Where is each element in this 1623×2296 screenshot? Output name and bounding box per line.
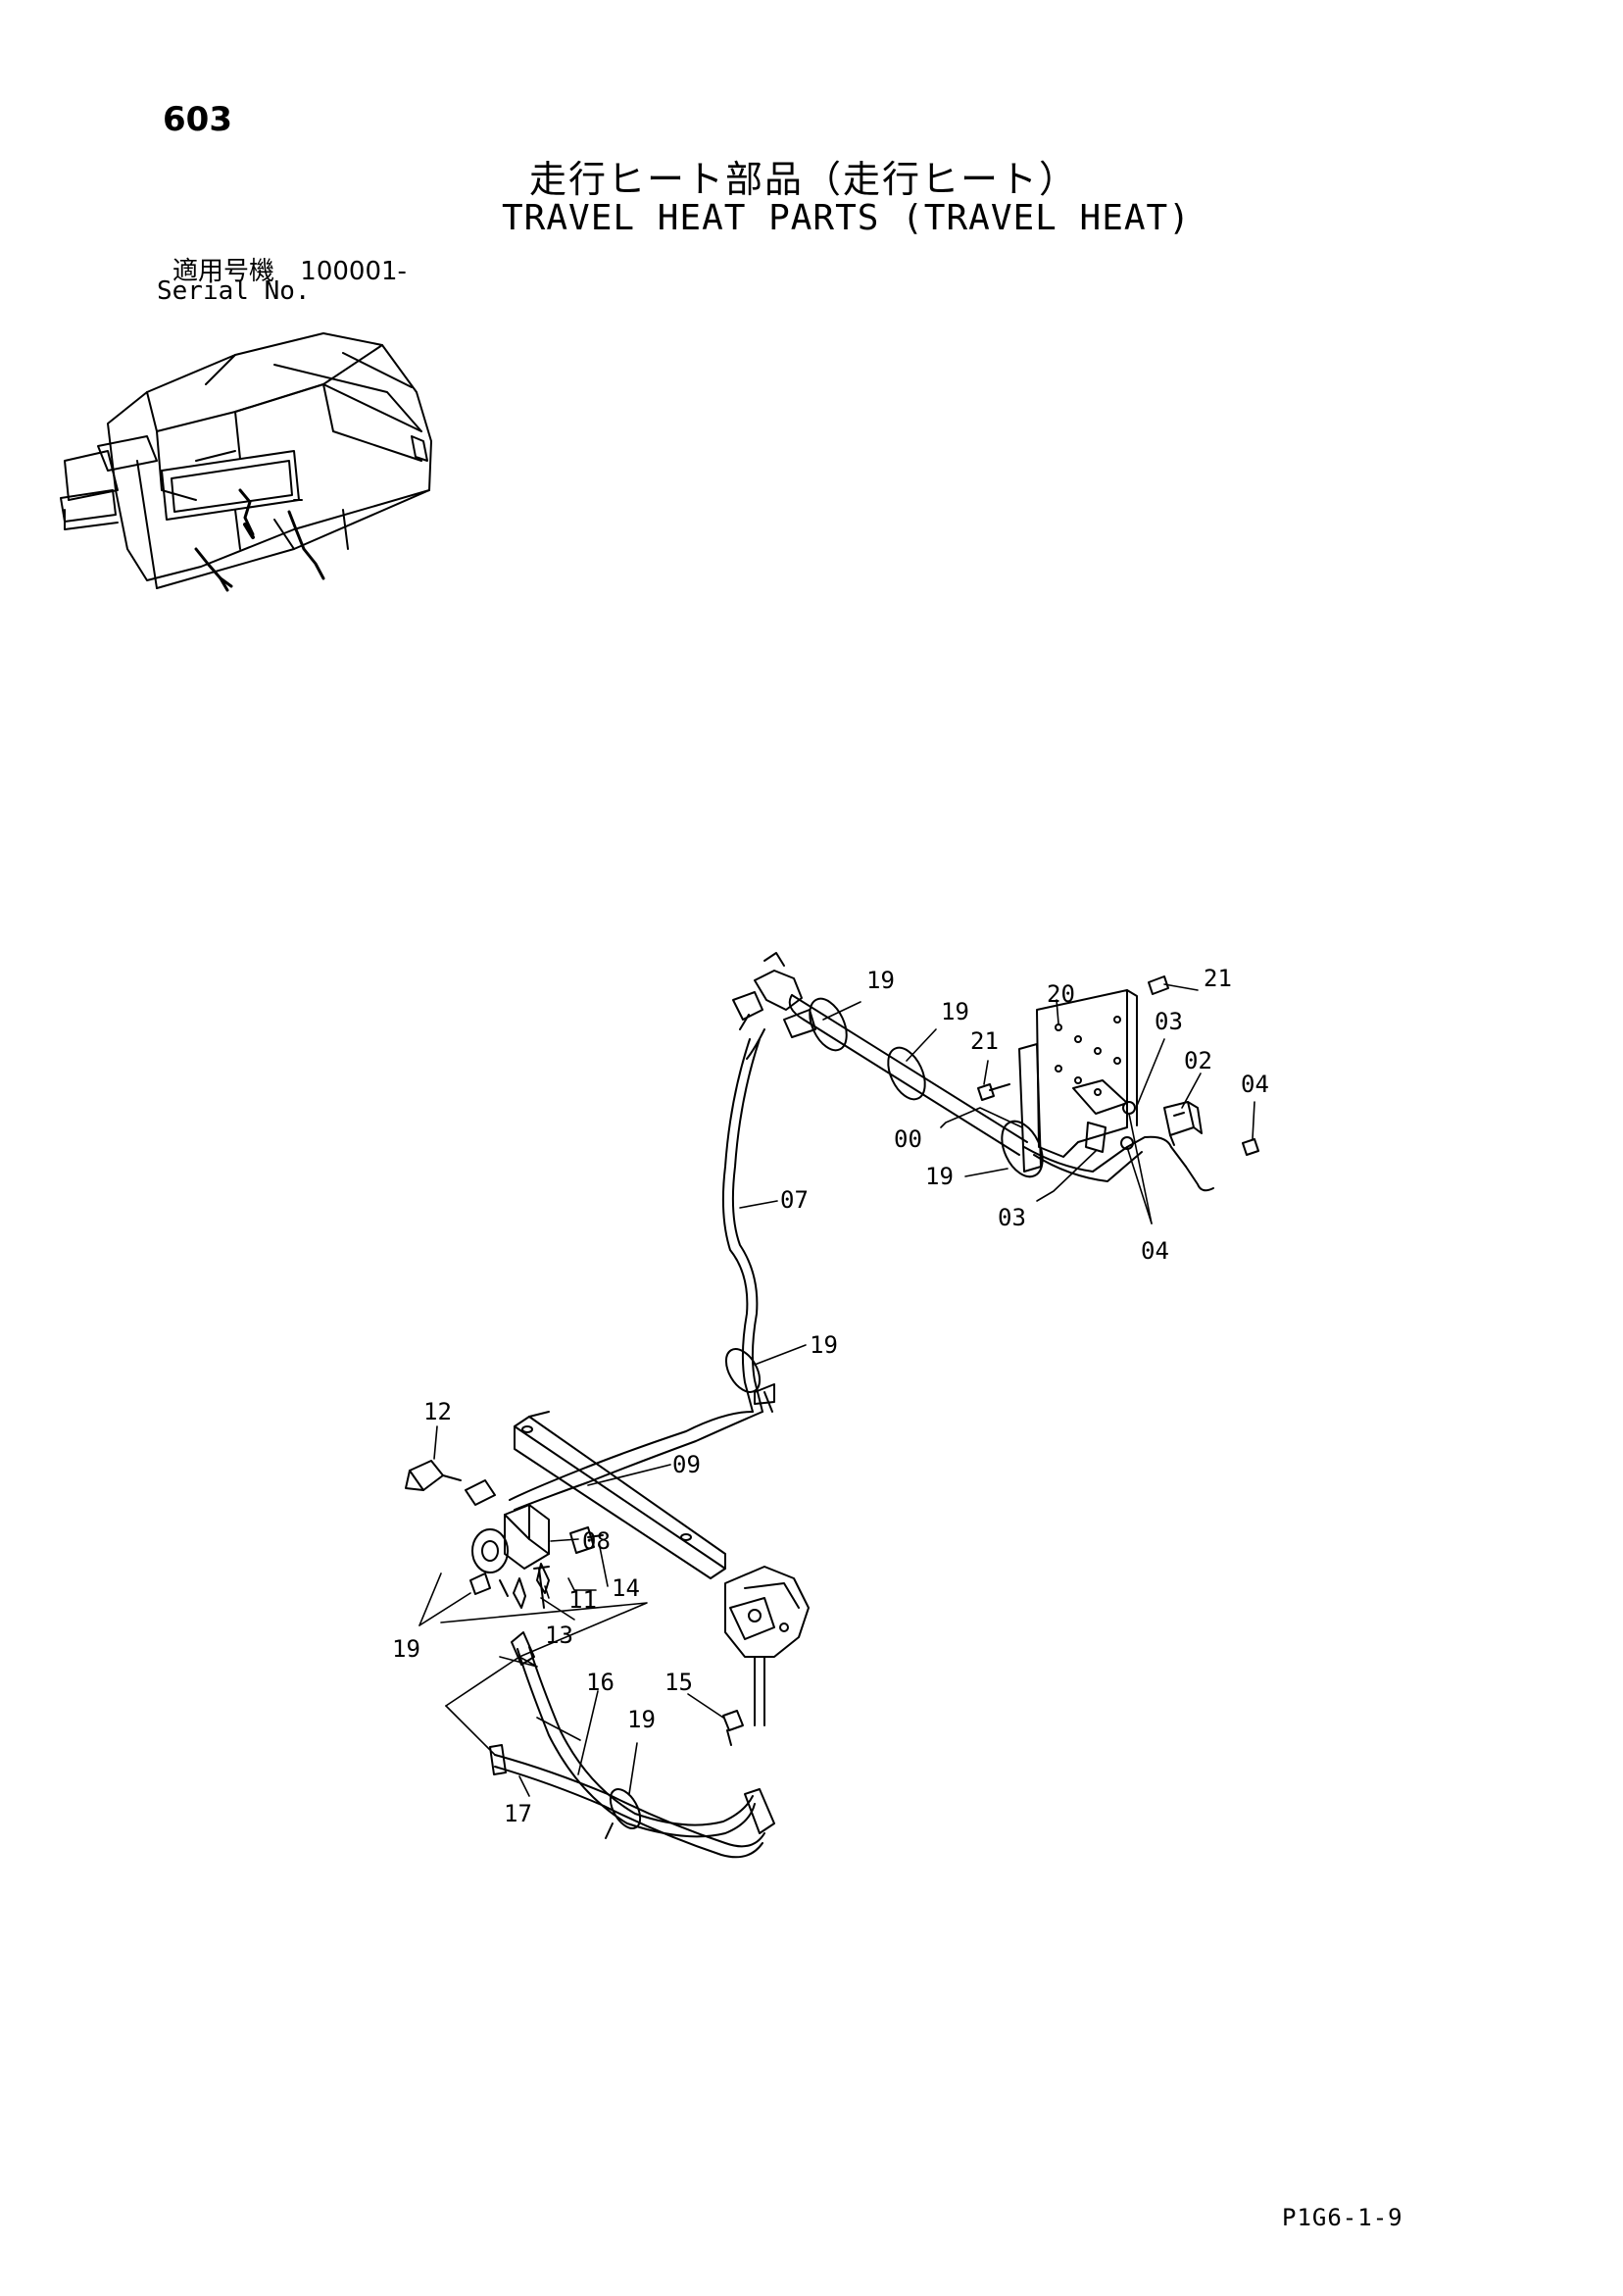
page-number: 603 (163, 100, 232, 139)
mounting-bar-09 (514, 1411, 726, 1579)
callout-19: 19 (941, 998, 969, 1025)
leader-lines (418, 983, 1255, 1797)
bracket-plate-20 (1018, 989, 1138, 1173)
callout-14: 14 (612, 1574, 640, 1602)
hose-17 (489, 1744, 765, 1859)
callout-08: 08 (582, 1527, 611, 1555)
callout-19: 19 (866, 967, 895, 994)
hose-clamp-19 (605, 1788, 642, 1839)
hose-fittings-lower-left (465, 1479, 509, 1597)
serial-label-english: Serial No. (157, 276, 311, 306)
excavator-cab-thumbnail (60, 332, 432, 592)
hose-elbow (744, 1788, 775, 1834)
callout-03: 03 (1155, 1008, 1183, 1035)
elbow-fitting-12 (405, 1460, 462, 1491)
callout-09: 09 (672, 1451, 701, 1478)
switch-02 (1163, 1101, 1203, 1146)
callout-12: 12 (423, 1398, 452, 1425)
screw-21-left (977, 1083, 1010, 1101)
serial-label-japanese: 適用号機 (172, 257, 275, 286)
callout-00: 00 (894, 1125, 922, 1153)
callout-labels: 19 19 20 21 21 03 02 04 00 19 03 04 07 1… (392, 965, 1269, 1827)
callout-19: 19 (627, 1706, 656, 1733)
serial-applicability: 適用号機 100001- (172, 251, 407, 287)
callout-04: 04 (1141, 1237, 1169, 1265)
callout-11: 11 (568, 1586, 597, 1614)
callout-13: 13 (545, 1622, 573, 1649)
travel-motor-valve (724, 1566, 810, 1726)
wire-harness-07 (509, 1038, 775, 1511)
callout-04: 04 (1241, 1071, 1269, 1098)
callout-21: 21 (1204, 965, 1232, 992)
callout-19: 19 (925, 1163, 954, 1190)
callout-21: 21 (970, 1027, 999, 1055)
callout-02: 02 (1184, 1047, 1212, 1074)
screw-21-top (1148, 975, 1169, 995)
callout-19: 19 (810, 1331, 838, 1359)
callout-15: 15 (664, 1669, 693, 1696)
callout-07: 07 (780, 1186, 809, 1214)
tee-fitting-15 (722, 1710, 744, 1746)
heater-pipe-assembly (788, 994, 1214, 1192)
callout-16: 16 (586, 1669, 615, 1696)
page-title-japanese: 走行ヒート部品（走行ヒート） (529, 158, 1079, 201)
drawing-reference-code: P1G6-1-9 (1282, 2204, 1403, 2231)
page-title-english: TRAVEL HEAT PARTS (TRAVEL HEAT) (502, 198, 1191, 238)
serial-value: 100001- (300, 257, 407, 286)
valve-block-08 (471, 1504, 604, 1609)
screw-04-right (1242, 1138, 1259, 1156)
callout-03: 03 (998, 1204, 1026, 1231)
callout-19: 19 (392, 1635, 420, 1663)
callout-17: 17 (504, 1800, 532, 1827)
harness-connectors (732, 952, 816, 1060)
bolt-11 (533, 1566, 550, 1609)
callout-20: 20 (1047, 980, 1075, 1008)
